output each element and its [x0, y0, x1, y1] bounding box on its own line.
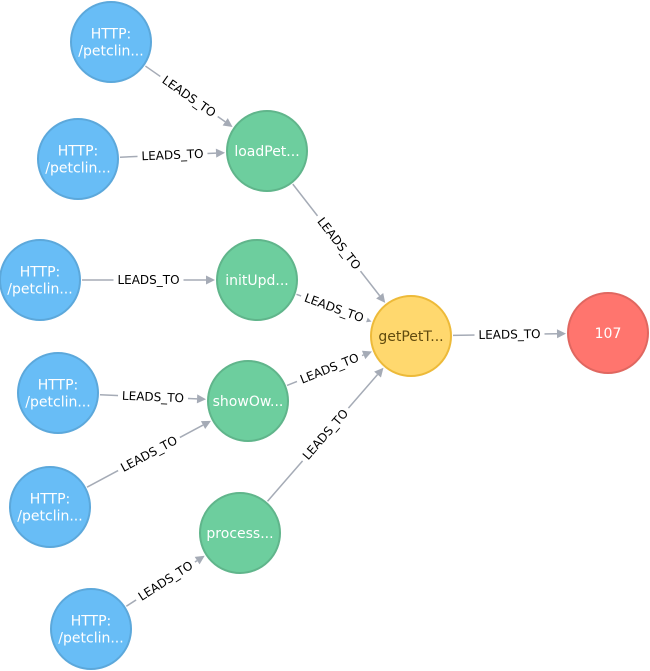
arrowhead-icon	[215, 148, 226, 158]
edge-h3-m_init[interactable]: LEADS_TO	[82, 272, 215, 288]
node-http-h3[interactable]: HTTP:/petclin...	[0, 239, 81, 321]
edge-m_load-m_get[interactable]: LEADS_TO	[292, 183, 386, 303]
node-label: /petclin...	[78, 44, 143, 60]
node-label: HTTP:	[71, 614, 112, 630]
node-label: /petclin...	[7, 282, 72, 298]
node-label: /petclin...	[25, 395, 90, 411]
node-label: getPetT...	[378, 329, 443, 345]
edge-label: LEADS_TO	[117, 273, 179, 287]
edge-h4-m_show[interactable]: LEADS_TO	[99, 387, 207, 407]
arrowhead-icon	[206, 275, 215, 285]
node-circle	[216, 239, 298, 321]
node-http-h6[interactable]: HTTP:/petclin...	[50, 588, 132, 670]
node-method-m_proc[interactable]: process...	[199, 492, 281, 574]
node-label: /petclin...	[58, 631, 123, 647]
edge-m_get-n107[interactable]: LEADS_TO	[452, 325, 567, 344]
arrowhead-icon	[556, 329, 567, 339]
node-circle	[70, 1, 152, 83]
node-circle	[50, 588, 132, 670]
node-label: /petclin...	[45, 161, 110, 177]
edge-m_init-m_get[interactable]: LEADS_TO	[296, 288, 372, 328]
node-method-m_load[interactable]: loadPet...	[226, 110, 308, 192]
node-circle	[17, 352, 99, 434]
arrowhead-icon	[196, 394, 207, 404]
edge-h6-m_proc[interactable]: LEADS_TO	[125, 555, 205, 607]
node-circle	[207, 360, 289, 442]
node-label: HTTP:	[20, 265, 61, 281]
edge-label: LEADS_TO	[118, 433, 179, 475]
node-circle	[370, 295, 452, 377]
node-circle	[0, 239, 81, 321]
node-label: HTTP:	[38, 378, 79, 394]
node-label: HTTP:	[91, 27, 132, 43]
edge-label: LEADS_TO	[478, 327, 540, 342]
node-method-m_show[interactable]: showOw...	[207, 360, 289, 442]
node-label: /petclin...	[17, 509, 82, 525]
node-circle	[226, 110, 308, 192]
node-http-h2[interactable]: HTTP:/petclin...	[37, 118, 119, 200]
arrowhead-icon	[194, 555, 205, 565]
node-method-m_init[interactable]: initUpd...	[216, 239, 298, 321]
edge-label: LEADS_TO	[298, 350, 361, 386]
arrowhead-icon	[361, 350, 372, 360]
edge-label: LEADS_TO	[122, 389, 185, 406]
edge-label: LEADS_TO	[141, 147, 204, 164]
node-label: showOw...	[213, 394, 284, 410]
node-circle	[9, 466, 91, 548]
node-label: HTTP:	[30, 492, 71, 508]
edge-label: LEADS_TO	[160, 73, 219, 120]
node-http-h4[interactable]: HTTP:/petclin...	[17, 352, 99, 434]
arrowhead-icon	[376, 292, 386, 303]
edge-m_show-m_get[interactable]: LEADS_TO	[286, 348, 372, 389]
arrowhead-icon	[200, 420, 211, 430]
node-label: HTTP:	[58, 144, 99, 160]
node-count-n107[interactable]: 107	[567, 292, 649, 374]
edge-h1-m_load[interactable]: LEADS_TO	[144, 65, 233, 127]
node-circle	[567, 292, 649, 374]
node-http-h1[interactable]: HTTP:/petclin...	[70, 1, 152, 83]
node-circle	[199, 492, 281, 574]
node-http-h5[interactable]: HTTP:/petclin...	[9, 466, 91, 548]
node-label: loadPet...	[234, 144, 299, 160]
edge-label: LEADS_TO	[136, 558, 196, 603]
node-label: 107	[595, 326, 622, 342]
node-label: initUpd...	[225, 273, 289, 289]
edges-layer: LEADS_TO LEADS_TO LEADS_TO LEADS_TO LEADS_TO…	[82, 65, 567, 607]
arrowhead-icon	[374, 367, 384, 378]
node-target-m_get[interactable]: getPetT...	[370, 295, 452, 377]
node-label: process...	[206, 526, 273, 542]
arrowhead-icon	[222, 118, 233, 127]
edge-h5-m_show[interactable]: LEADS_TO	[86, 420, 211, 488]
edge-label: LEADS_TO	[314, 215, 363, 273]
edge-h2-m_load[interactable]: LEADS_TO	[119, 145, 226, 165]
node-circle	[37, 118, 119, 200]
edge-label: LEADS_TO	[300, 406, 351, 462]
